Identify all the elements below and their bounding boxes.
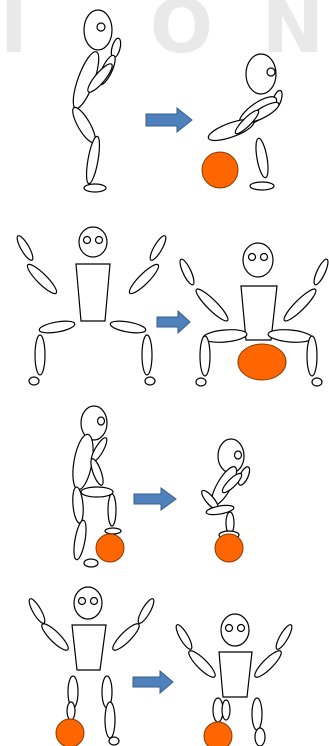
row-1-end-figure: [202, 54, 284, 190]
row-1-arrow: [146, 108, 192, 132]
row-3: [69, 406, 252, 567]
row-2-start-figure: [15, 227, 169, 385]
row-1: [68, 10, 284, 192]
row-3-end-figure: [199, 439, 252, 562]
row-1-start-figure: [68, 10, 122, 192]
row-4-end-figure: [174, 614, 295, 746]
row-4-arrow: [133, 671, 173, 693]
row-3-start-figure: [69, 406, 124, 567]
row-4-start-figure: [27, 587, 157, 746]
row-2-arrow: [157, 311, 190, 333]
row-2: [15, 227, 329, 386]
row-4: [27, 587, 295, 746]
row-3-arrow: [134, 488, 176, 510]
row-2-end-figure: [177, 243, 329, 386]
